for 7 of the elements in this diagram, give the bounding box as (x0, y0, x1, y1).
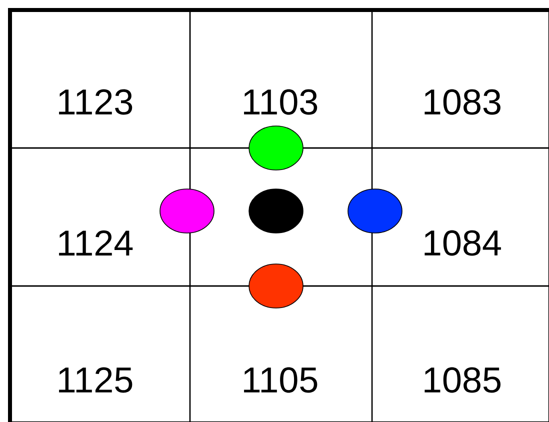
grid-cell: 1085 (371, 285, 549, 422)
grid-cell: 1103 (189, 9, 373, 149)
grid-cell: 1105 (189, 285, 373, 422)
grid-cell: 1083 (371, 9, 549, 149)
grid-cell: 1124 (9, 147, 191, 287)
grid-cell: 1125 (9, 285, 191, 422)
node-label: 1123 (59, 89, 132, 115)
